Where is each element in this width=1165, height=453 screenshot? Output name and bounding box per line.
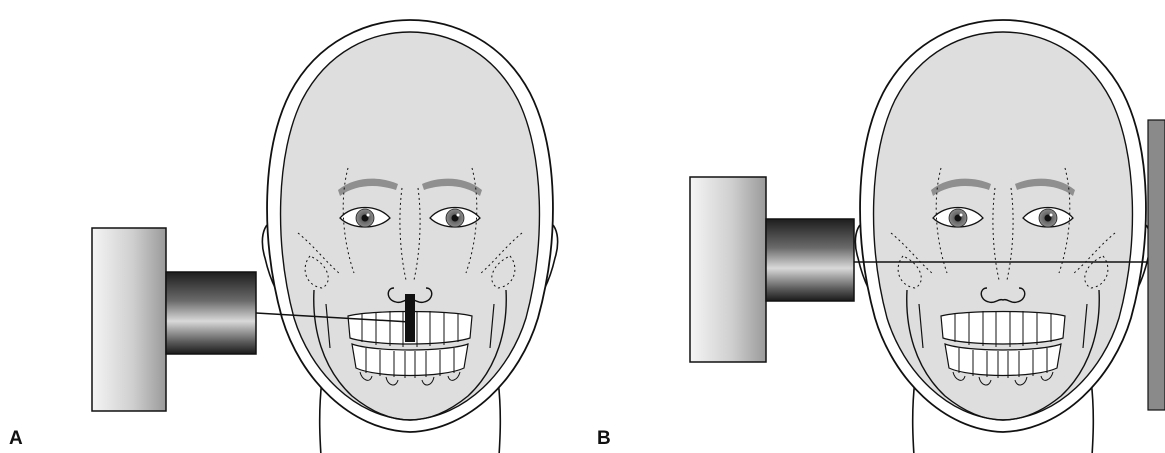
xray-cylinder-a — [166, 272, 256, 354]
xray-cylinder-b — [766, 219, 854, 301]
panel-b: B — [597, 20, 1165, 453]
xray-tube-housing-a — [92, 228, 166, 411]
head-panel-b — [855, 20, 1150, 453]
panel-label-a: A — [9, 428, 23, 449]
xray-tube-housing-b — [690, 177, 766, 362]
intraoral-receptor — [405, 294, 415, 342]
panel-label-b: B — [597, 428, 611, 449]
head-panel-a — [262, 20, 557, 453]
panel-a: A — [9, 20, 558, 453]
extraoral-receptor — [1148, 120, 1165, 410]
